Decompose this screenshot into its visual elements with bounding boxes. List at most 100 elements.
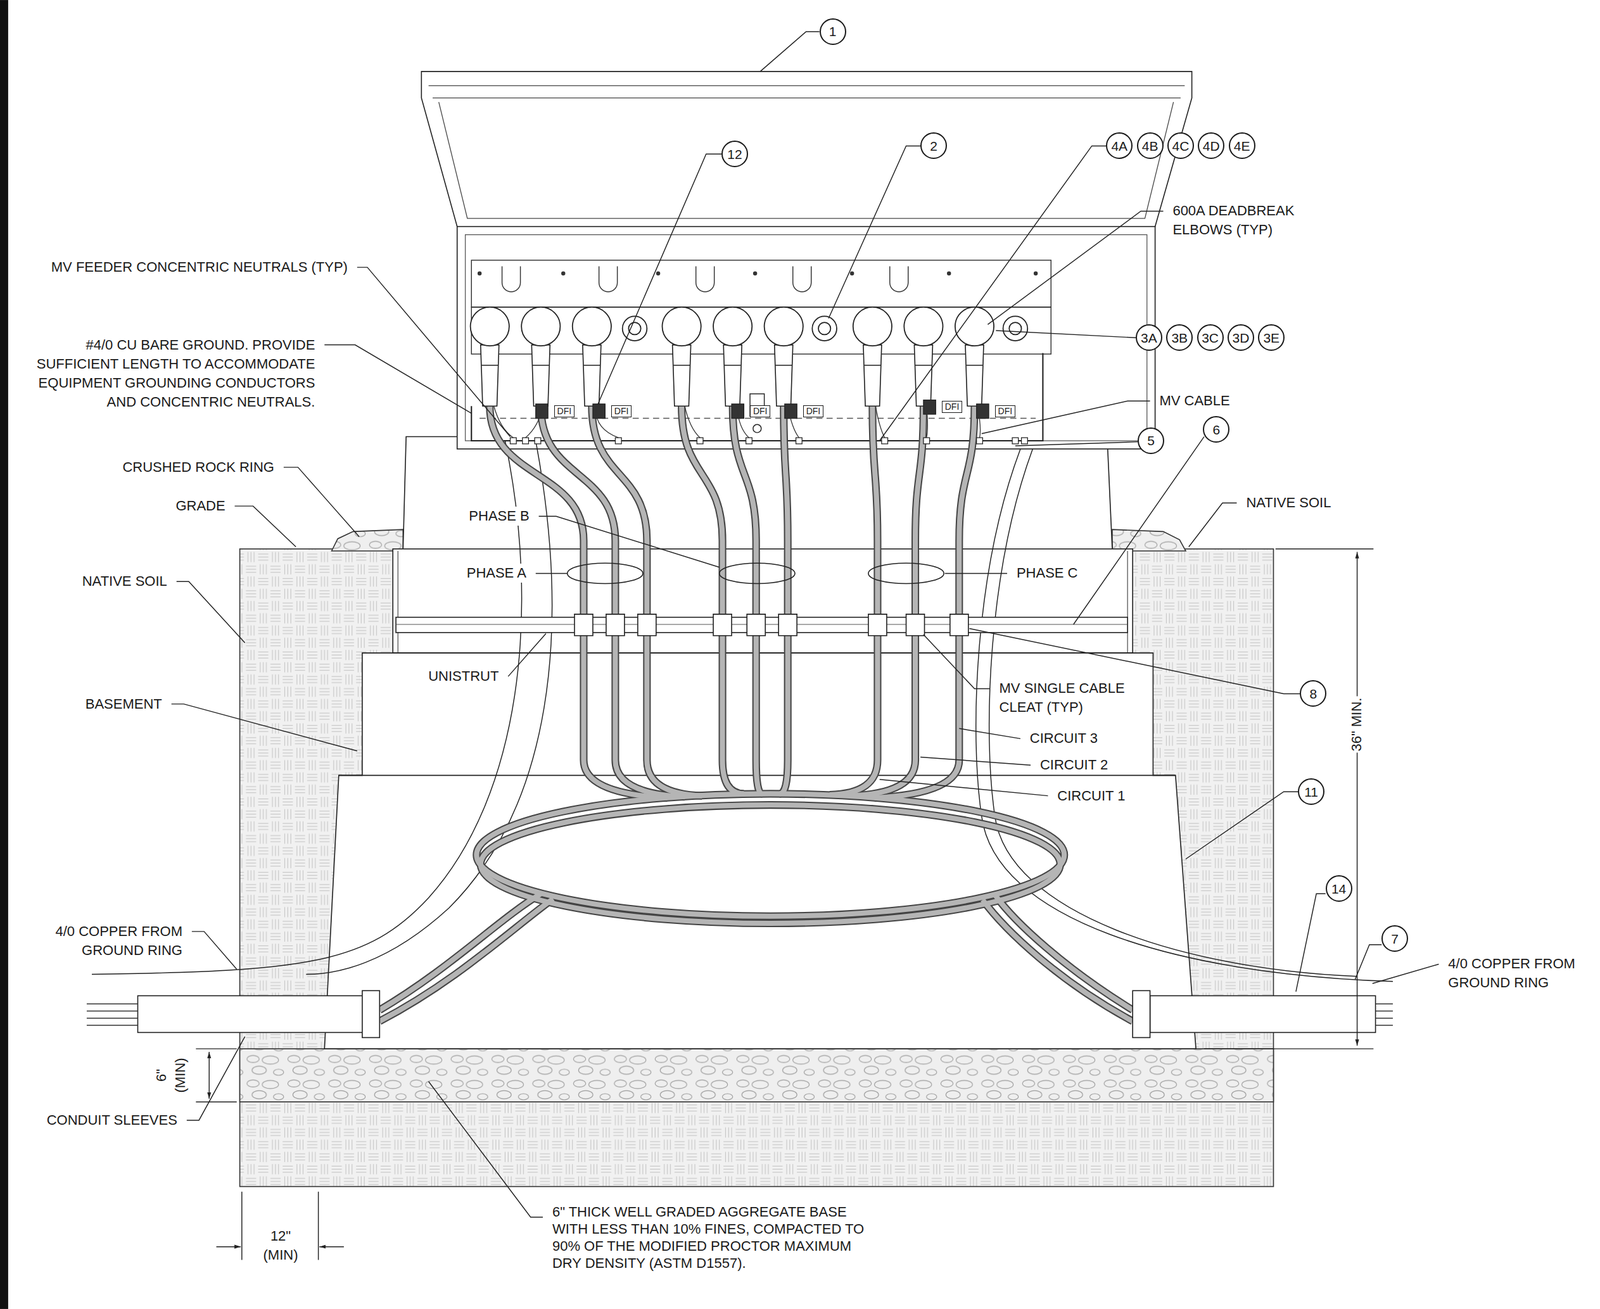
- cable-coil: [480, 805, 1061, 924]
- mv-cable: [379, 898, 553, 1022]
- mv-cable: [874, 406, 975, 799]
- callout-bubble: 4B: [1136, 132, 1164, 159]
- phase-group: [868, 563, 944, 584]
- callout-number: 3A: [1140, 330, 1158, 346]
- annotation-label: 4/0 COPPER FROM GROUND RING: [19, 922, 184, 961]
- annotation-label: 4/0 COPPER FROM GROUND RING: [1446, 954, 1593, 993]
- mv-cable: [379, 893, 541, 1011]
- cable-coil: [480, 805, 1061, 924]
- panel-frame: [465, 234, 1148, 441]
- callout-number: 11: [1304, 784, 1319, 800]
- deadbreak-elbow: [764, 307, 804, 346]
- annotation-label: GRADE: [174, 496, 227, 516]
- callout-number: 4C: [1171, 138, 1189, 154]
- callout-bubble: 7: [1381, 925, 1409, 953]
- mv-cable: [995, 895, 1133, 1011]
- ground-conductor: [976, 449, 1393, 982]
- mv-cable: [874, 406, 975, 799]
- mv-cable: [681, 406, 744, 794]
- callout-bubble: 3E: [1257, 324, 1285, 351]
- callout-bubble: 12: [721, 140, 749, 168]
- plate-slot: [502, 266, 909, 293]
- callout-number: 12: [727, 146, 742, 162]
- indicator-tag: DFI: [803, 405, 825, 418]
- indicator-tag: DFI: [941, 400, 963, 413]
- callout-bubble: 1: [819, 18, 847, 45]
- mv-cable: [829, 406, 878, 795]
- callout-number: 2: [929, 138, 938, 154]
- mv-cable: [591, 406, 702, 796]
- indicator-text: DFI: [945, 402, 960, 412]
- cable-coil: [476, 793, 1065, 916]
- callout-number: 3D: [1232, 330, 1250, 346]
- ground-conductor: [989, 449, 1358, 977]
- extension-line: [195, 549, 1374, 1261]
- callout-bubble: 2: [920, 132, 947, 159]
- indicator-text: DFI: [614, 406, 629, 417]
- callout-bubble: 14: [1325, 875, 1353, 902]
- bushing: [1009, 322, 1022, 335]
- callout-number: 5: [1147, 433, 1155, 448]
- callout-number: 4B: [1142, 138, 1159, 154]
- annotation-label: CIRCUIT 2: [1038, 755, 1110, 775]
- dimension-label: 12" (MIN): [262, 1226, 300, 1265]
- callout-bubble: 5: [1137, 427, 1165, 455]
- annotation-label: CRUSHED ROCK RING: [120, 457, 276, 477]
- mv-cable: [995, 895, 1133, 1011]
- mv-cable: [850, 406, 924, 796]
- ground-bus: [471, 352, 1043, 441]
- conduit-collar: [362, 990, 380, 1038]
- callout-bubble: 4D: [1197, 132, 1225, 159]
- indicator-tag: DFI: [749, 405, 771, 418]
- deadbreak-elbow: [470, 307, 510, 346]
- dimension-label: 36" MIN.: [1347, 696, 1367, 753]
- lid-frame: [438, 101, 1174, 219]
- callout-number: 14: [1331, 881, 1347, 897]
- mv-cable: [982, 900, 1133, 1022]
- mv-cable: [379, 898, 553, 1022]
- ground-bar: [479, 418, 1036, 419]
- annotation-label: #4/0 CU BARE GROUND. PROVIDE SUFFICIENT …: [18, 335, 317, 412]
- mv-cable: [379, 893, 541, 1011]
- dimension-label: 6" (MIN): [152, 1056, 191, 1094]
- callout-bubble: 4E: [1228, 132, 1256, 159]
- bushing: [812, 316, 837, 341]
- callout-number: 8: [1309, 686, 1317, 702]
- bushing: [818, 322, 831, 335]
- mv-cable: [489, 406, 667, 799]
- annotation-label: CONDUIT SLEEVES: [45, 1111, 179, 1131]
- annotation-label: MV FEEDER CONCENTRIC NEUTRALS (TYP): [50, 257, 350, 277]
- annotation-label: 600A DEADBREAK ELBOWS (TYP): [1171, 201, 1343, 240]
- callout-bubble: 11: [1297, 778, 1325, 806]
- collar-edge: [397, 551, 1128, 654]
- feeder-cable: [86, 1003, 1393, 1026]
- callout-number: 4A: [1111, 138, 1128, 154]
- deadbreak-elbow: [572, 307, 612, 346]
- indicator-tag: DFI: [995, 405, 1016, 418]
- dimension-line: [319, 1246, 344, 1248]
- concentric-neutral: [494, 406, 981, 438]
- callout-number: 4E: [1233, 138, 1251, 154]
- annotation-label: BASEMENT: [84, 694, 164, 714]
- equipment-panel: [457, 226, 1156, 450]
- phase-group: [567, 563, 643, 584]
- annotation-label: CIRCUIT 1: [1055, 786, 1127, 806]
- bolt: [477, 271, 1038, 276]
- callout-bubble: 4C: [1167, 132, 1194, 159]
- conduit-sleeve: [137, 995, 365, 1033]
- callout-bubble: 4A: [1105, 132, 1133, 159]
- callout-number: 3C: [1201, 330, 1219, 346]
- mv-cable: [850, 406, 924, 796]
- annotation-label: PHASE A: [465, 563, 528, 583]
- callout-number: 3E: [1263, 330, 1280, 346]
- lid-edge: [428, 85, 1186, 98]
- crushed-rock-ring: [1112, 529, 1186, 552]
- annotation-label: NATIVE SOIL: [81, 571, 169, 591]
- test-point: [753, 424, 762, 433]
- sheet-border: [0, 0, 9, 1309]
- callout-bubble: 3A: [1135, 324, 1163, 351]
- crushed-rock-ring: [331, 529, 404, 552]
- deadbreak-elbow: [903, 307, 943, 346]
